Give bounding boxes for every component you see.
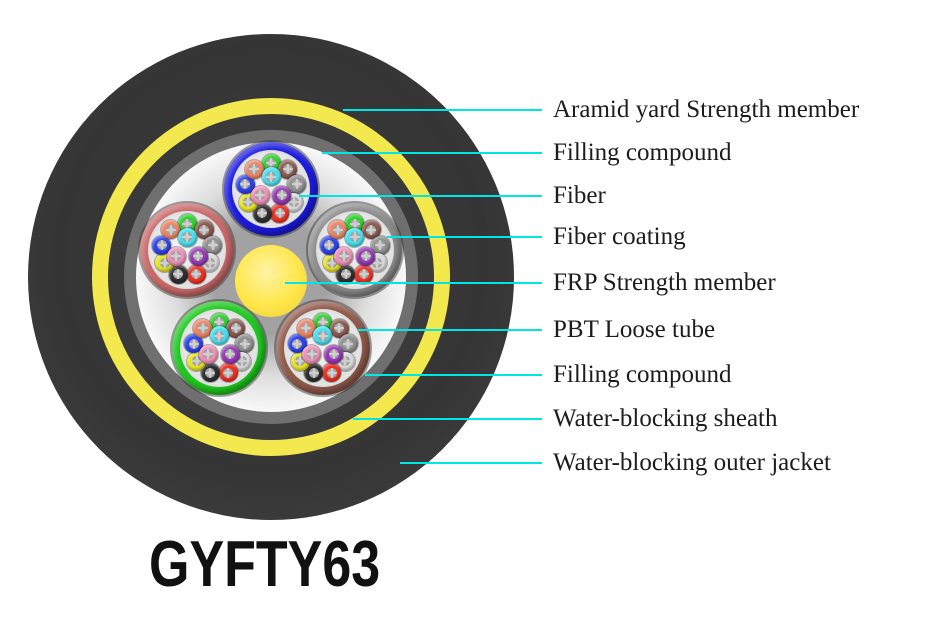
fiber-core — [301, 323, 311, 334]
diagram-title: GYFTY63 — [149, 527, 381, 600]
callout-line-3 — [387, 236, 542, 238]
callout-label-7: Water-blocking sheath — [553, 405, 778, 432]
fiber-core — [288, 197, 299, 207]
fiber-core — [274, 208, 285, 219]
fiber-core — [197, 323, 208, 334]
callout-label-6: Filling compound — [553, 361, 732, 388]
fiber-core — [199, 224, 210, 235]
fiber-core — [358, 269, 369, 280]
callout-label-8: Water-blocking outer jacket — [553, 449, 831, 476]
fiber-core — [156, 240, 167, 251]
fiber-core — [239, 338, 250, 349]
fiber-core — [308, 367, 319, 378]
callout-line-7 — [353, 418, 542, 420]
callout-line-8 — [400, 462, 542, 464]
fiber-core — [343, 338, 354, 349]
fiber-core — [207, 240, 218, 251]
fiber-core — [205, 367, 216, 378]
callout-line-5 — [358, 329, 542, 331]
fiber-core — [257, 208, 268, 219]
fiber-core — [306, 349, 317, 360]
fiber-core — [159, 257, 170, 268]
fiber-core — [191, 356, 202, 367]
fiber-core — [292, 338, 303, 349]
fiber-core — [204, 257, 215, 268]
fiber-core — [191, 269, 202, 280]
fiber-core — [223, 367, 234, 378]
callout-label-0: Aramid yard Strength member — [553, 96, 860, 123]
fiber-core — [182, 232, 193, 243]
fiber-core — [366, 224, 377, 235]
fiber-core — [266, 171, 276, 182]
callout-label-1: Filling compound — [553, 139, 732, 166]
callout-label-2: Fiber — [553, 182, 606, 209]
fiber-core — [243, 197, 254, 207]
fiber-core — [375, 240, 386, 251]
fiber-core — [326, 367, 337, 378]
fiber-core — [165, 224, 176, 235]
fiber-core — [295, 356, 306, 367]
fiber-core — [230, 323, 241, 334]
callout-label-5: PBT Loose tube — [553, 316, 716, 343]
fiber-core — [349, 218, 360, 229]
fiber-core — [240, 179, 251, 190]
callout-line-2 — [299, 195, 542, 197]
fiber-core — [266, 158, 276, 168]
fiber-core — [340, 356, 351, 367]
fiber-core — [317, 330, 328, 341]
fiber-core — [188, 338, 199, 349]
callout-line-4 — [285, 282, 542, 284]
fiber-core — [338, 251, 349, 262]
frp-strength-member — [235, 245, 307, 317]
fiber-core — [173, 269, 184, 280]
fiber-core — [334, 323, 345, 334]
callout-line-6 — [365, 374, 542, 376]
fiber-core — [225, 349, 236, 360]
fiber-core — [340, 269, 351, 280]
callout-line-1 — [322, 152, 542, 154]
fiber-core — [317, 317, 328, 328]
fiber-core — [282, 164, 293, 175]
fiber-core — [171, 251, 182, 262]
fiber-core — [249, 164, 260, 175]
callout-label-4: FRP Strength member — [553, 269, 776, 296]
fiber-core — [214, 330, 225, 341]
fiber-core — [360, 251, 371, 262]
fiber-core — [236, 356, 247, 367]
fiber-core — [332, 224, 343, 235]
fiber-core — [276, 190, 287, 201]
callout-line-0 — [343, 109, 542, 111]
fiber-core — [255, 190, 266, 201]
fiber-core — [214, 317, 225, 328]
fiber-core — [372, 257, 383, 268]
fiber-core — [291, 179, 302, 190]
fiber-core — [182, 218, 193, 229]
fiber-core — [324, 240, 335, 251]
fiber-core — [327, 257, 338, 268]
fiber-core — [328, 349, 339, 360]
fiber-core — [193, 251, 204, 262]
fiber-core — [349, 232, 360, 243]
callout-label-3: Fiber coating — [553, 223, 686, 250]
fiber-core — [203, 349, 214, 360]
